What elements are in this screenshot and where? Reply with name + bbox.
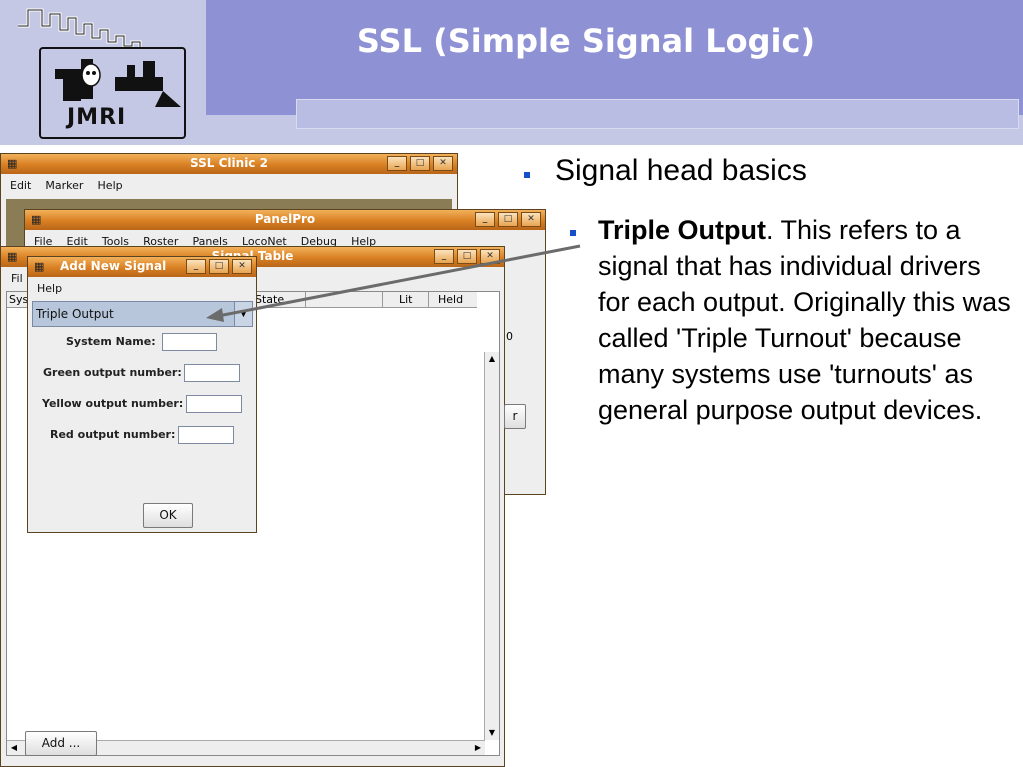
yellow-output-input[interactable]: [186, 395, 242, 413]
green-output-label: Green output number:: [43, 366, 182, 379]
app-icon: ▦: [31, 213, 42, 226]
locomotive-icon: [55, 59, 181, 107]
panelpro-title: PanelPro: [254, 212, 316, 226]
vertical-scrollbar[interactable]: ▲ ▼: [484, 352, 499, 740]
horizontal-scrollbar[interactable]: ◀ ▶: [7, 740, 485, 755]
menu-help[interactable]: Help: [37, 282, 63, 295]
waveform-icon: [18, 8, 146, 52]
column-header-sys[interactable]: Sys: [9, 293, 29, 306]
sub-bullet-body: . This refers to a signal that has indiv…: [598, 215, 1011, 425]
red-output-input[interactable]: [178, 426, 234, 444]
column-header-state[interactable]: State: [255, 293, 285, 306]
sub-bullet-text: Triple Output. This refers to a signal t…: [598, 212, 1018, 428]
bullet-marker: [524, 172, 530, 178]
maximize-button[interactable]: □: [209, 259, 229, 274]
close-button[interactable]: ✕: [433, 156, 453, 171]
menu-marker[interactable]: Marker: [45, 179, 84, 192]
maximize-button[interactable]: □: [498, 212, 518, 227]
partial-button[interactable]: r: [504, 404, 526, 429]
menu-edit[interactable]: Edit: [10, 179, 32, 192]
close-button[interactable]: ✕: [521, 212, 541, 227]
app-icon: ▦: [7, 250, 18, 263]
logo-area: JMRI: [0, 0, 206, 145]
add-signal-titlebar[interactable]: ▦ Add New Signal _ □ ✕: [28, 257, 256, 277]
system-name-label: System Name:: [66, 335, 156, 348]
menu-tools[interactable]: Tools: [101, 235, 130, 248]
maximize-button[interactable]: □: [457, 249, 477, 264]
system-name-input[interactable]: [162, 333, 217, 351]
close-button[interactable]: ✕: [480, 249, 500, 264]
side-label: 0: [506, 330, 513, 343]
ok-button[interactable]: OK: [143, 503, 193, 528]
scroll-down-icon[interactable]: ▼: [488, 728, 496, 737]
signal-type-select[interactable]: Triple Output ▼: [32, 301, 253, 327]
close-button[interactable]: ✕: [232, 259, 252, 274]
add-new-signal-dialog: ▦ Add New Signal _ □ ✕ Help Triple Outpu…: [27, 256, 257, 533]
scroll-right-icon[interactable]: ▶: [474, 743, 482, 752]
minimize-button[interactable]: _: [387, 156, 407, 171]
add-button[interactable]: Add ...: [25, 731, 97, 756]
minimize-button[interactable]: _: [475, 212, 495, 227]
menu-file[interactable]: File: [34, 235, 53, 248]
menu-roster[interactable]: Roster: [143, 235, 179, 248]
sub-bullet-marker: [570, 230, 576, 236]
jmri-logo: JMRI: [39, 47, 186, 139]
maximize-button[interactable]: □: [410, 156, 430, 171]
add-signal-menubar: Help: [28, 277, 256, 297]
column-header-lit[interactable]: Lit: [399, 293, 413, 306]
sub-bullet-bold: Triple Output: [598, 215, 766, 245]
app-icon: ▦: [7, 157, 18, 170]
red-output-label: Red output number:: [50, 428, 176, 441]
add-signal-title: Add New Signal: [60, 259, 167, 273]
minimize-button[interactable]: _: [186, 259, 206, 274]
chevron-down-icon[interactable]: ▼: [234, 302, 252, 326]
logo-text: JMRI: [67, 105, 127, 130]
clinic-titlebar[interactable]: ▦ SSL Clinic 2 _ □ ✕: [1, 154, 457, 174]
clinic-title: SSL Clinic 2: [190, 156, 268, 170]
app-icon: ▦: [34, 260, 45, 273]
menu-edit[interactable]: Edit: [66, 235, 88, 248]
title-bar: [206, 0, 1023, 115]
yellow-output-label: Yellow output number:: [42, 397, 184, 410]
menu-file[interactable]: Fil: [11, 272, 23, 285]
column-header-held[interactable]: Held: [438, 293, 464, 306]
signal-type-value: Triple Output: [36, 307, 114, 321]
scroll-up-icon[interactable]: ▲: [488, 354, 496, 363]
clinic-menubar: Edit Marker Help: [1, 174, 457, 194]
menu-help[interactable]: Help: [97, 179, 123, 192]
title-sub-bar: [296, 99, 1019, 129]
minimize-button[interactable]: _: [434, 249, 454, 264]
scroll-left-icon[interactable]: ◀: [10, 743, 18, 752]
green-output-input[interactable]: [184, 364, 240, 382]
slide-title: SSL (Simple Signal Logic): [356, 22, 816, 60]
bullet-heading: Signal head basics: [555, 154, 807, 187]
panelpro-titlebar[interactable]: ▦ PanelPro _ □ ✕: [25, 210, 545, 230]
